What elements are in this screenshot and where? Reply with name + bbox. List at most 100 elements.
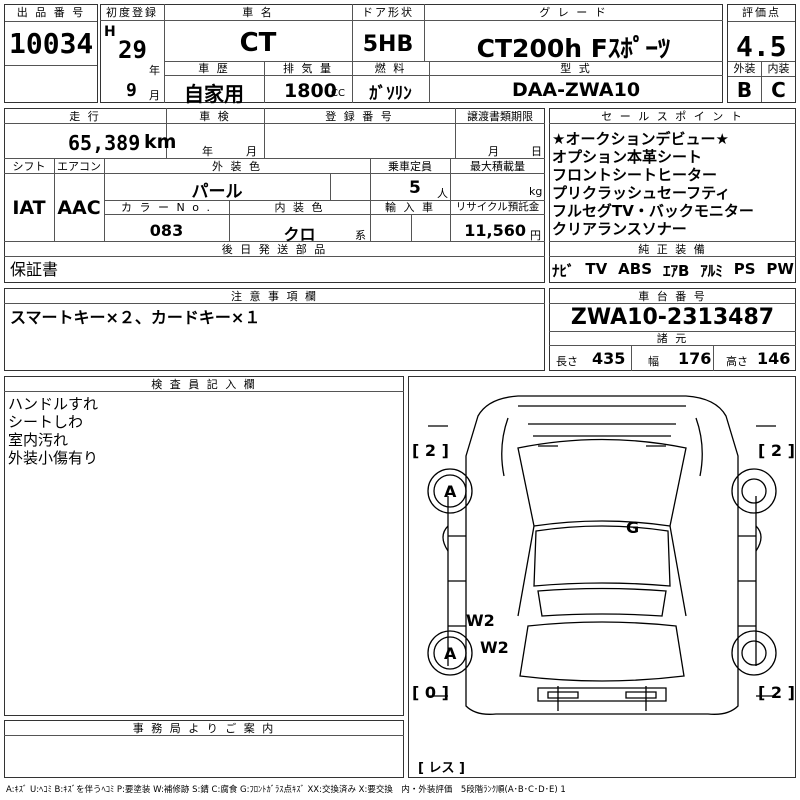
reg-year-unit: 年 [149, 64, 160, 77]
era-code: H [104, 24, 116, 40]
displacement-label: 排 気 量 [283, 62, 333, 75]
color-no: 083 [149, 221, 184, 240]
ext-score: B [736, 78, 753, 102]
capacity-unit: 人 [437, 187, 448, 200]
equip-alloy: ｱﾙﾐ [700, 262, 723, 280]
ext-score-label: 外装 [733, 62, 756, 75]
car-name: CT [239, 28, 277, 58]
door-label: ドア形状 [362, 6, 414, 19]
inspector-line-1: ハンドルすれ [8, 395, 99, 413]
spare-tire: [ レス ] [418, 761, 465, 776]
ext-color: パール [191, 182, 243, 202]
notes-label: 注 意 事 項 欄 [231, 290, 318, 303]
reg-month-unit: 月 [149, 89, 160, 102]
recycle-fee: 11,560 [464, 221, 526, 240]
history: 自家用 [184, 82, 244, 106]
tread-fr: [ 2 ] [758, 441, 795, 460]
inspection-label: 車 検 [199, 110, 231, 123]
equip-airbag: ｴｱB [662, 262, 690, 280]
model-label: 型 式 [560, 62, 592, 75]
score-value: 4.5 [736, 30, 787, 63]
sales-point-4: プリクラッシュセーフティ [552, 184, 731, 202]
height: 146 [757, 349, 791, 368]
length: 435 [592, 349, 626, 368]
ext-color-label: 外 装 色 [212, 160, 262, 173]
aircon: AAC [57, 197, 101, 219]
mark-w2-b: W2 [480, 638, 509, 657]
later-parts: 保証書 [10, 260, 59, 279]
aircon-label: エアコン [57, 160, 101, 173]
sales-point-5: フルセグTV・バックモニター [552, 202, 754, 220]
int-color-unit: 系 [355, 229, 366, 242]
sales-point-3: フロントシートヒーター [552, 166, 718, 184]
fuel: ｶﾞｿﾘﾝ [369, 84, 412, 104]
fuel-label: 燃 料 [374, 62, 407, 75]
int-score: C [771, 78, 786, 102]
inspector-line-3: 室内汚れ [8, 431, 69, 449]
recycle-unit: 円 [530, 229, 541, 242]
recycle-label: リサイクル預託金 [455, 201, 540, 213]
car-name-label: 車 名 [242, 6, 274, 19]
equip-abs: ABS [618, 260, 653, 278]
int-color-label: 内 装 色 [274, 201, 325, 214]
width-label: 幅 [648, 355, 659, 368]
notes-box [4, 288, 545, 371]
first-reg-box [100, 4, 723, 103]
equip-ps: PS [733, 260, 756, 278]
sales-point-6: クリアランスソナー [552, 220, 687, 238]
chassis-label: 車 台 番 号 [638, 290, 707, 303]
color-no-label: カ ラ ー N o . [121, 201, 212, 214]
tread-rl: [ 0 ] [412, 683, 449, 702]
notes: スマートキー×２、カードキー×１ [10, 308, 261, 327]
equipment-list: ﾅﾋﾞ TV ABS ｴｱB ｱﾙﾐ PS PW [552, 260, 794, 281]
chassis-number: ZWA10-2313487 [570, 305, 775, 330]
legend: A:ｷｽﾞ U:ﾍｺﾐ B:ｷｽﾞを伴うﾍｺﾐ P:要塗装 W:補修跡 S:錆 … [6, 785, 566, 795]
inspector-line-4: 外装小傷有り [8, 449, 99, 467]
tread-rr: [ 2 ] [758, 683, 795, 702]
chassis-box [549, 288, 796, 371]
inspection-month-unit: 月 [246, 145, 257, 158]
equipment-label: 純 正 装 備 [638, 243, 707, 256]
inspection-year-unit: 年 [202, 145, 213, 158]
mark-w2-a: W2 [466, 611, 495, 630]
reg-year: 29 [118, 36, 147, 64]
transfer-label: 譲渡書類期限 [467, 110, 533, 123]
lot-number: 10034 [9, 27, 94, 60]
sales-point-2: オプション本革シート [552, 148, 703, 166]
reg-month: 9 [126, 80, 137, 101]
mark-a-rear: A [444, 644, 457, 663]
sales-points-label: セ ー ル ス ポ イ ン ト [601, 110, 744, 123]
tread-fl: [ 2 ] [412, 441, 449, 460]
lot-label: 出 品 番 号 [16, 6, 86, 19]
mark-a-front: A [444, 482, 457, 501]
mileage-unit: km [144, 131, 177, 153]
equip-tv: TV [585, 260, 608, 278]
length-label: 長さ [556, 355, 578, 368]
door-type: 5HB [362, 32, 414, 57]
score-label: 評価点 [742, 6, 781, 19]
capacity: 5 [409, 178, 421, 198]
registration-label: 登 録 番 号 [325, 110, 394, 123]
first-reg-label: 初度登録 [106, 6, 158, 19]
sales-point-1: ★オークションデビュー★ [552, 130, 729, 148]
lot-box: 出 品 番 号 10034 [4, 4, 98, 103]
max-load-unit: kg [529, 185, 543, 198]
max-load-label: 最大積載量 [470, 160, 525, 173]
vehicle-info-table [4, 108, 545, 283]
width: 176 [678, 349, 712, 368]
car-diagram: [ 2 ] [ 2 ] [ 0 ] [ 2 ] [ レス ] A G W2 W2… [412, 395, 795, 776]
shift: IAT [12, 197, 46, 219]
inspector-line-2: シートしわ [8, 413, 84, 431]
int-color: クロ [283, 225, 316, 244]
mileage-label: 走 行 [69, 110, 101, 123]
mileage: 65,389 [68, 131, 141, 155]
grade-label: グ レ ー ド [539, 6, 608, 19]
inspector-box [4, 376, 404, 716]
transfer-day-unit: 日 [531, 145, 542, 158]
equip-navi: ﾅﾋﾞ [552, 262, 575, 280]
import-label: 輸 入 車 [385, 201, 435, 214]
later-parts-label: 後 日 発 送 部 品 [221, 243, 328, 256]
office-box [4, 720, 404, 778]
mark-g-roof: G [626, 518, 639, 537]
